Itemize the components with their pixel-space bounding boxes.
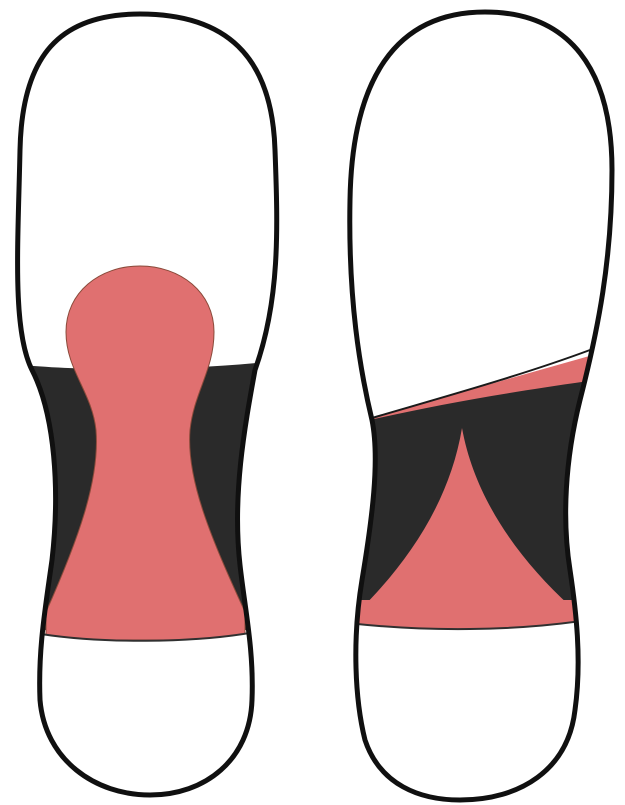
left-sole: [0, 14, 300, 805]
right-heel-white: [340, 618, 600, 805]
right-sole: [330, 12, 625, 805]
left-heel-white: [30, 630, 265, 805]
